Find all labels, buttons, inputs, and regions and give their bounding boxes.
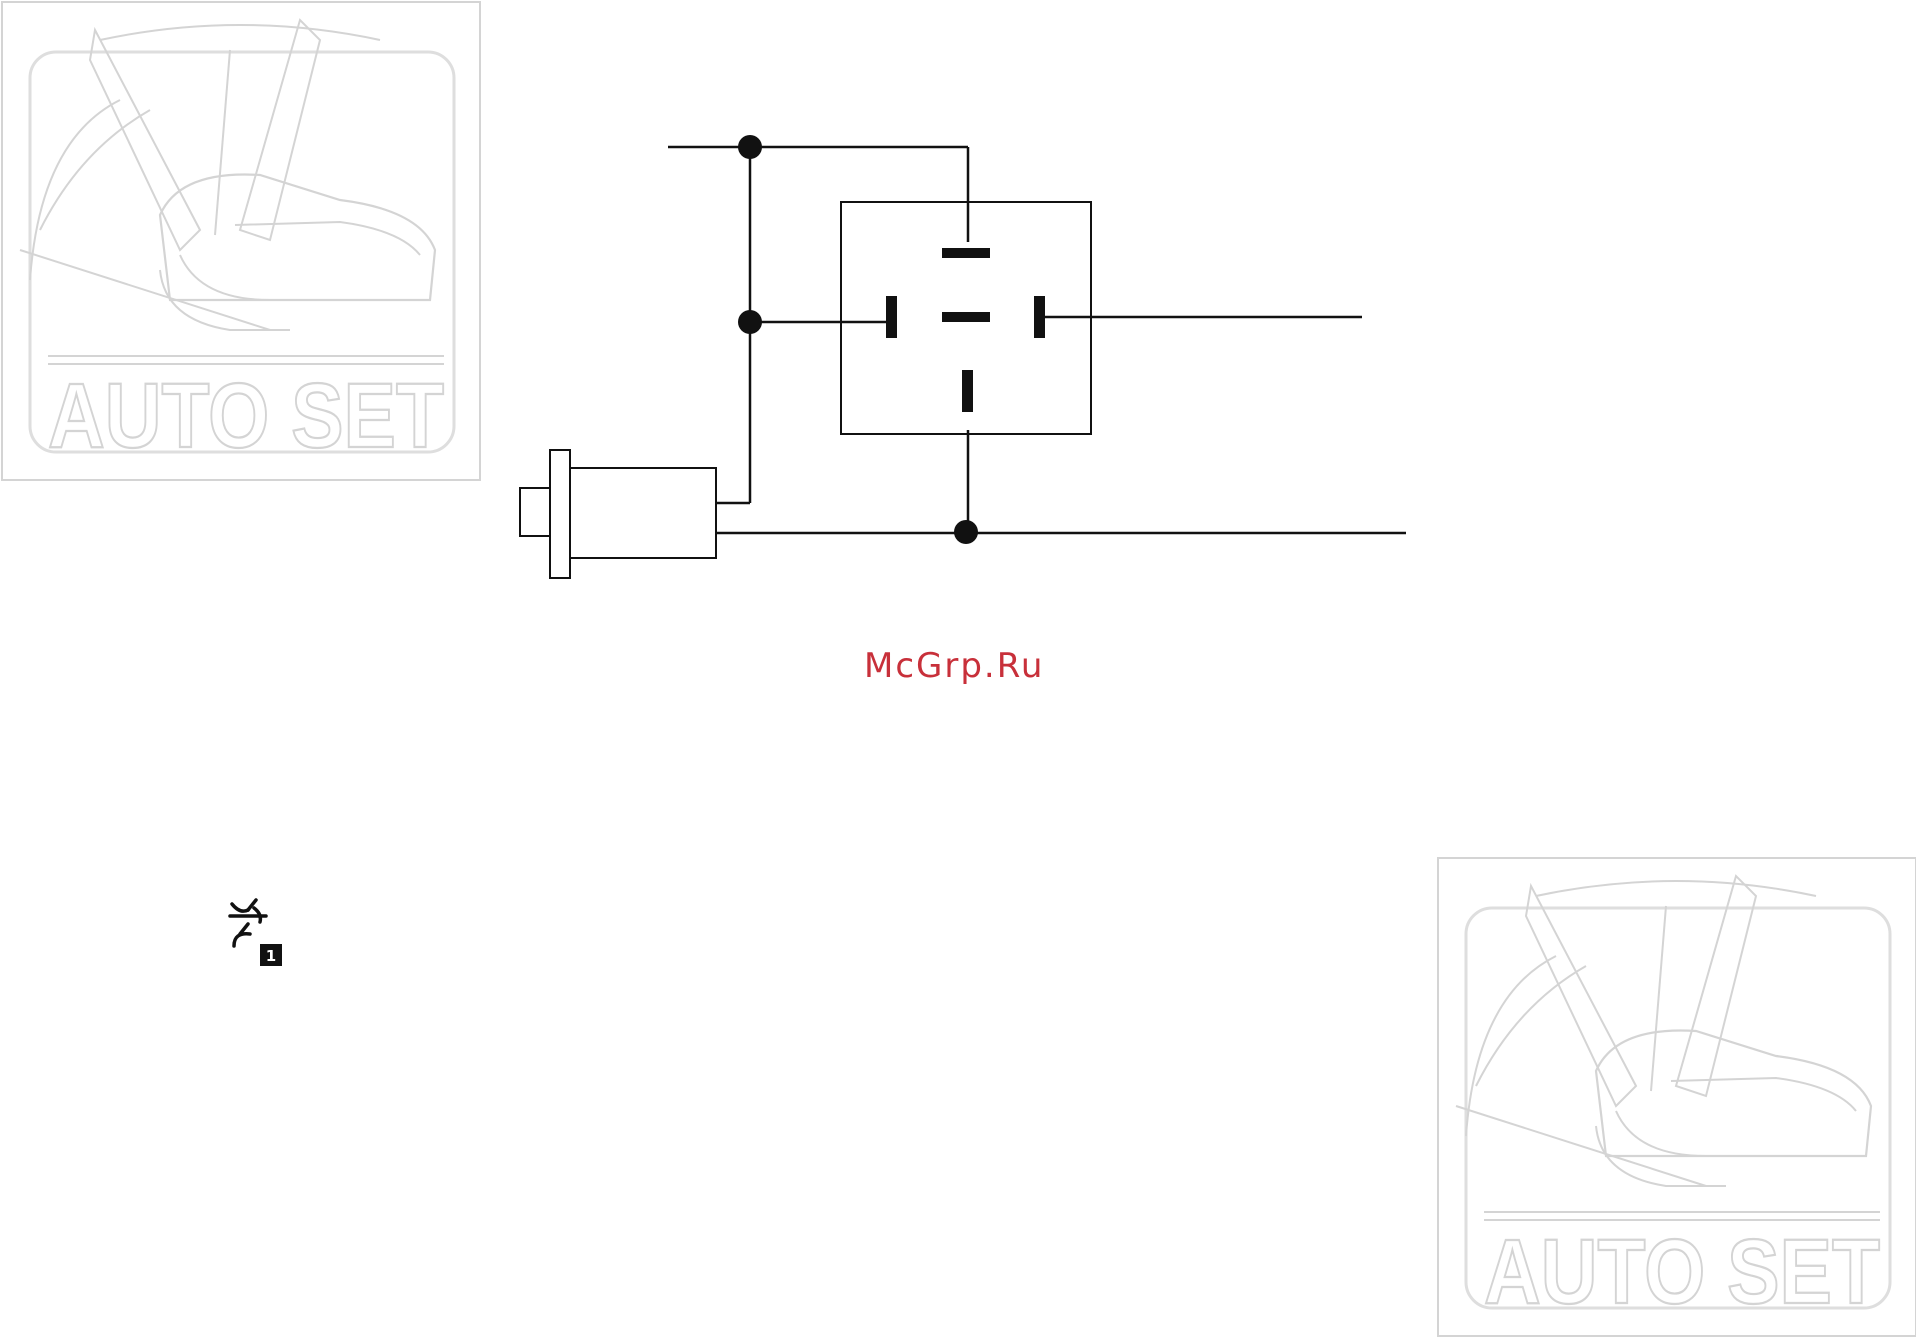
- badge-number: 1: [266, 947, 276, 965]
- relay-pin-top: [942, 248, 990, 258]
- relay-pin-bottom: [962, 370, 973, 412]
- junction-dot: [738, 310, 762, 334]
- relay-pin-right: [1034, 296, 1045, 338]
- junction-dot: [954, 520, 978, 544]
- junction-dot: [738, 135, 762, 159]
- relay-pin-left: [886, 296, 897, 338]
- connector-symbol: [570, 468, 716, 558]
- relay-pin-center: [942, 312, 990, 322]
- sensor-icon: 1: [226, 896, 290, 980]
- mcgrp-watermark-link[interactable]: McGrp.Ru: [864, 646, 1044, 686]
- connector-pin: [520, 488, 550, 536]
- connector-flange: [550, 450, 570, 578]
